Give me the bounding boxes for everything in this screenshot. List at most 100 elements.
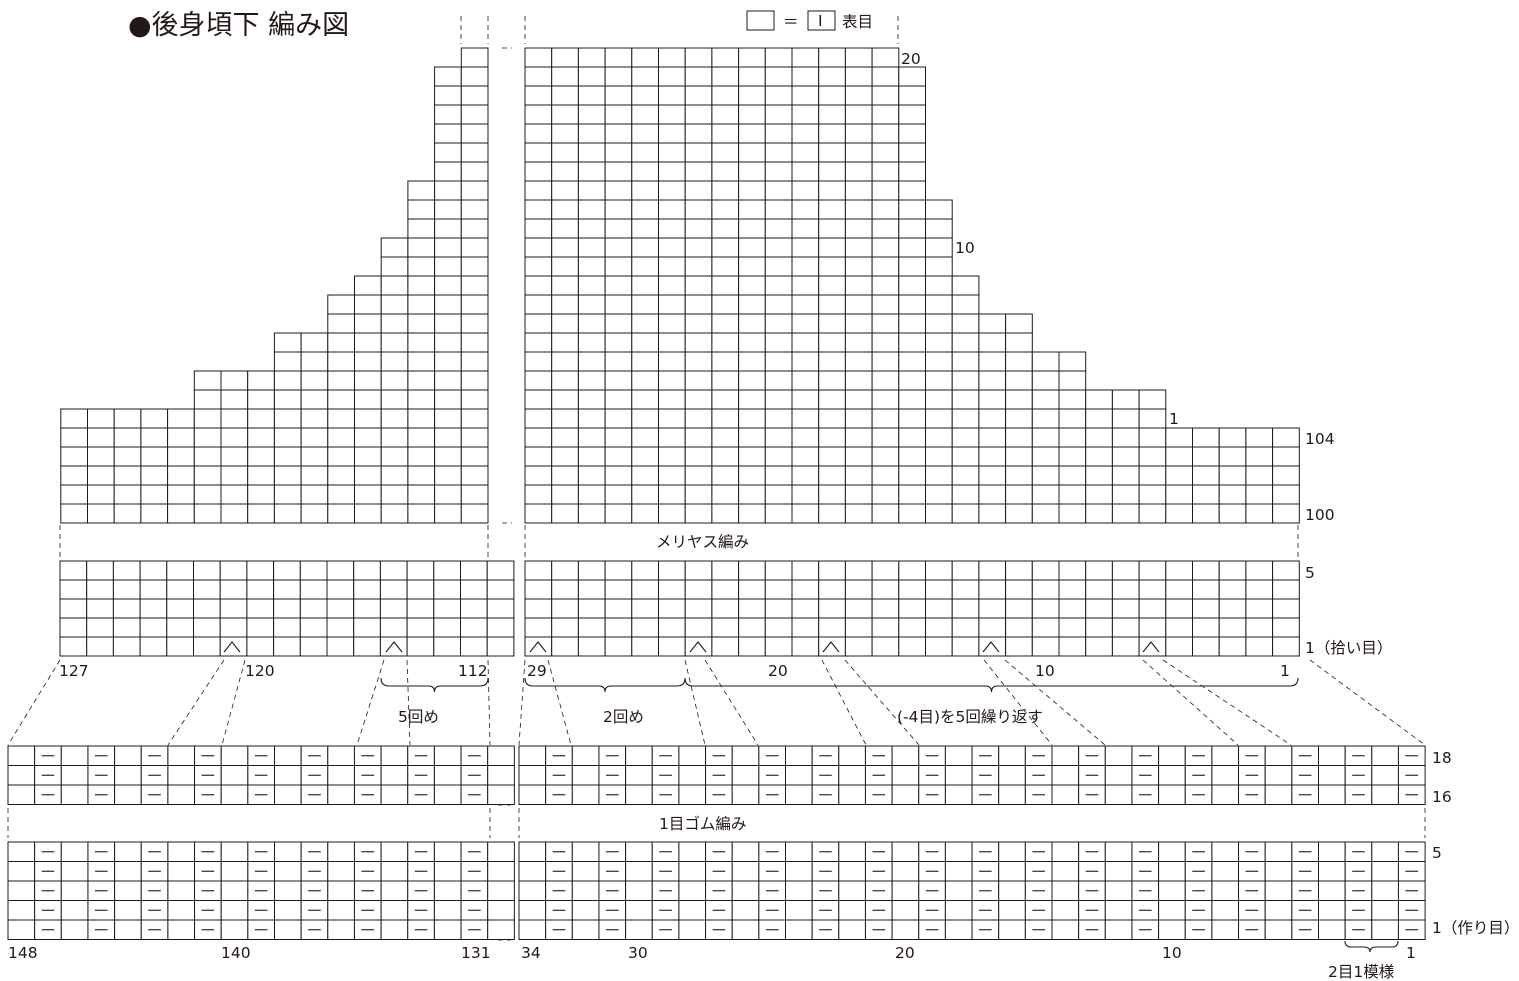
grid-cell (925, 256, 953, 277)
left-upper-grid (193, 370, 489, 410)
grid-cell (1211, 841, 1240, 862)
grid-cell (274, 919, 302, 940)
grid-cell (487, 745, 515, 766)
grid-cell (460, 503, 489, 524)
grid-cell (380, 784, 409, 805)
grid-cell (1318, 745, 1346, 766)
grid-cell (764, 104, 793, 125)
grid-cell (354, 275, 382, 296)
grid-cell (678, 861, 707, 882)
grid-cell (1058, 351, 1087, 372)
grid-cell (891, 745, 920, 766)
grid-cell (407, 294, 436, 315)
grid-cell (86, 598, 114, 619)
grid-cell (219, 560, 248, 581)
grid-cell (871, 446, 900, 467)
grid-cell (60, 765, 89, 786)
grid-cell (944, 784, 973, 805)
grid-cell (1085, 427, 1113, 448)
grid-cell (1005, 598, 1033, 619)
grid-cell (658, 123, 686, 144)
grid-cell (551, 47, 579, 68)
right-upper-grid (524, 47, 900, 68)
grid-cell (625, 900, 653, 921)
grid-cell (1051, 765, 1080, 786)
grid-cell (577, 389, 606, 410)
grid-cell (1371, 900, 1399, 921)
grid-cell (711, 579, 740, 600)
grid-cell (604, 66, 633, 87)
grid-cell (487, 841, 515, 862)
grid-cell (1165, 427, 1194, 448)
grid-cell (818, 484, 846, 505)
grid-cell (273, 351, 302, 372)
grid-cell (577, 142, 606, 163)
grid-cell (193, 503, 222, 524)
grid-cell (524, 123, 553, 144)
grid-cell (764, 199, 793, 220)
grid-cell (631, 617, 659, 638)
grid-cell (60, 446, 88, 467)
grid-cell (764, 579, 793, 600)
grid-cell (998, 841, 1026, 862)
decrease-symbol (1142, 641, 1160, 653)
decrease-symbol (689, 641, 707, 653)
grid-cell (1031, 579, 1060, 600)
grid-cell (1104, 861, 1133, 882)
grid-cell (1158, 841, 1186, 862)
grid-cell (1272, 484, 1300, 505)
grid-cell (1318, 861, 1346, 882)
rib-right-upper (518, 745, 1426, 805)
grid-cell (551, 104, 579, 125)
grid-cell (1111, 598, 1140, 619)
stitch-label-127: 127 (59, 662, 89, 680)
grid-cell (711, 560, 740, 581)
grid-cell (1031, 560, 1060, 581)
legend: ＝ I 表目 (746, 10, 873, 31)
grid-cell (951, 313, 980, 334)
grid-cell (604, 142, 633, 163)
grid-cell (684, 617, 713, 638)
note-2nd-time: 2回め (603, 708, 644, 726)
grid-cell (764, 256, 793, 277)
grid-cell (604, 408, 633, 429)
grid-cell (434, 503, 462, 524)
grid-cell (139, 636, 168, 657)
grid-cell (434, 180, 462, 201)
grid-cell (434, 465, 462, 486)
grid-cell (193, 370, 222, 391)
grid-cell (711, 199, 740, 220)
grid-cell (113, 465, 142, 486)
grid-cell (577, 617, 606, 638)
grid-cell (167, 880, 196, 901)
grid-cell (406, 636, 435, 657)
grid-cell (1031, 503, 1060, 524)
grid-cell (764, 275, 793, 296)
grid-cell (220, 503, 249, 524)
grid-cell (998, 900, 1026, 921)
grid-cell (711, 218, 740, 239)
grid-cell (524, 199, 553, 220)
grid-cell (193, 636, 221, 657)
grid-cell (1264, 841, 1293, 862)
row-label-100: 100 (1305, 506, 1335, 524)
grid-cell (193, 389, 222, 410)
grid-cell (711, 351, 740, 372)
grid-cell (871, 256, 900, 277)
grid-cell (139, 579, 168, 600)
grid-cell (738, 446, 766, 467)
grid-cell (577, 161, 606, 182)
grid-cell (658, 180, 686, 201)
grid-cell (1192, 560, 1220, 581)
grid-cell (818, 560, 846, 581)
grid-cell (247, 484, 275, 505)
grid-cell (114, 919, 142, 940)
connector-line (167, 659, 225, 746)
grid-cell (925, 408, 953, 429)
grid-cell (434, 313, 462, 334)
grid-cell (631, 123, 659, 144)
grid-cell (460, 237, 489, 258)
grid-cell (434, 199, 462, 220)
right-upper-grid (524, 313, 1033, 353)
grid-cell (1245, 617, 1274, 638)
